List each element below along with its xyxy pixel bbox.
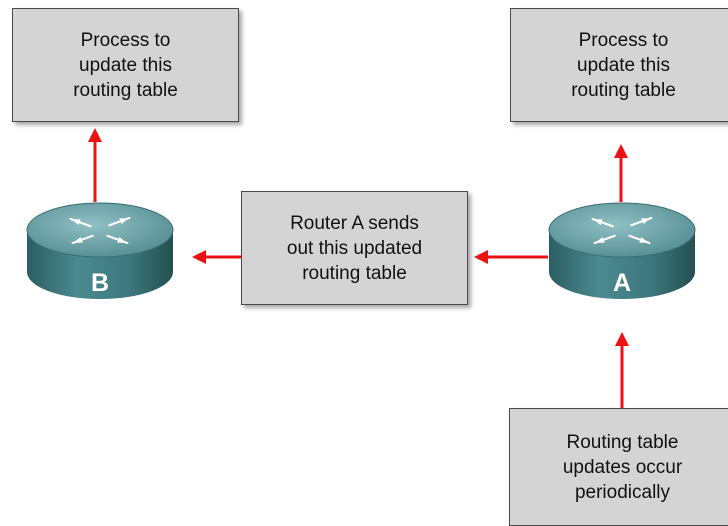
router-a-arrows-icon [590, 213, 654, 248]
arrow-b-to-process [88, 128, 102, 202]
router-b-label: B [91, 269, 109, 297]
router-a: A [548, 202, 696, 299]
arrow-a-to-process [614, 144, 628, 202]
router-a-label: A [613, 269, 631, 297]
process-update-box-b: Process to update this routing table [12, 8, 239, 122]
arrow-periodic-to-a [615, 332, 629, 408]
periodic-updates-box: Routing table updates occur periodically [509, 408, 728, 526]
router-b-arrows-icon [68, 213, 132, 248]
router-a-sends-box: Router A sends out this updated routing … [241, 191, 468, 305]
process-update-box-a: Process to update this routing table [510, 8, 728, 122]
router-b: B [26, 202, 174, 299]
arrow-a-to-box [474, 250, 548, 264]
arrow-box-to-b [192, 250, 241, 264]
